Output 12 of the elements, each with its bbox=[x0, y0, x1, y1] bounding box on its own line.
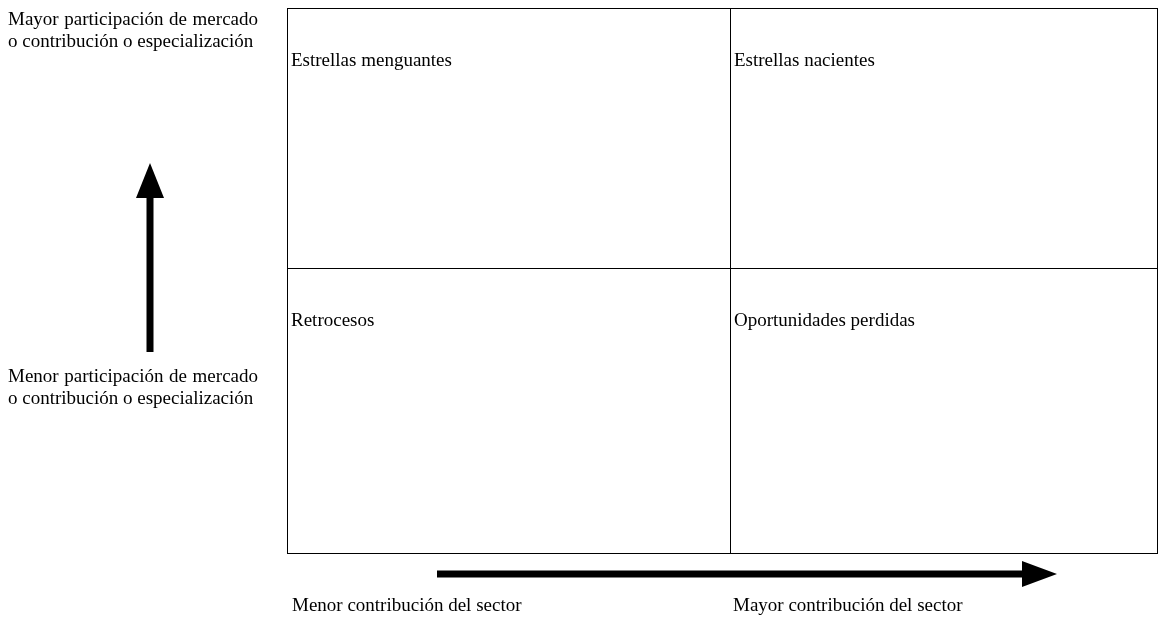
axis-label: Mayor participación de mercado o contribución o especialización bbox=[8, 8, 258, 52]
matrix-quadrant bbox=[287, 8, 731, 269]
axis-caption: Menor contribución del sector bbox=[292, 594, 522, 616]
axis-label: Menor participación de mercado o contribución o especialización bbox=[8, 365, 258, 409]
quadrant-label: Estrellas menguantes bbox=[291, 49, 452, 71]
quadrant-label: Estrellas nacientes bbox=[734, 49, 875, 71]
matrix-quadrant bbox=[730, 268, 1158, 554]
matrix-quadrant bbox=[730, 8, 1158, 269]
quadrant-label: Oportunidades perdidas bbox=[734, 309, 915, 331]
axis-caption: Mayor contribución del sector bbox=[733, 594, 963, 616]
quadrant-label: Retrocesos bbox=[291, 309, 375, 331]
matrix-quadrant bbox=[287, 268, 731, 554]
